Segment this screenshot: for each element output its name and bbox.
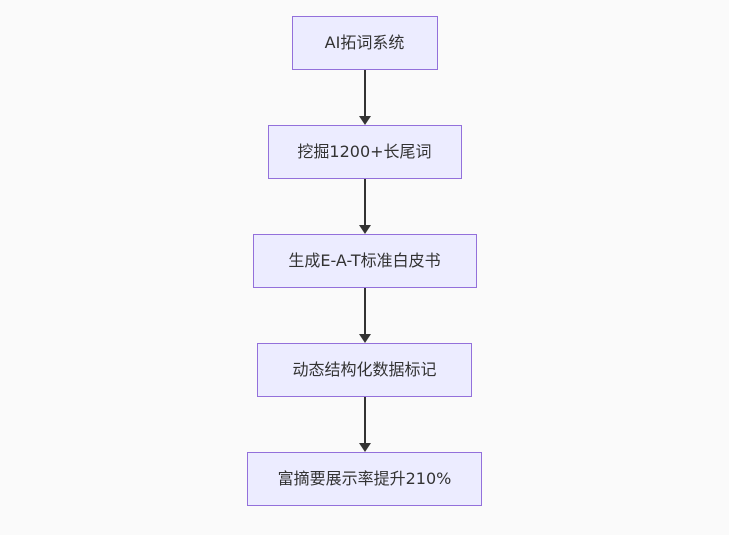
arrow-connector-3 <box>358 288 371 343</box>
arrowhead-down-icon <box>358 443 371 452</box>
flowchart: AI拓词系统 挖掘1200+长尾词 生成E-A-T标准白皮书 动态结构化数据标记 <box>0 16 729 506</box>
arrow-connector-2 <box>358 179 371 234</box>
node-label: 生成E-A-T标准白皮书 <box>288 251 441 270</box>
arrowhead-down-icon <box>358 116 371 125</box>
node-label: 挖掘1200+长尾词 <box>297 142 432 161</box>
arrow-connector-1 <box>358 70 371 125</box>
arrow-line <box>363 397 366 443</box>
node-label: AI拓词系统 <box>324 33 405 52</box>
arrowhead-down-icon <box>358 334 371 343</box>
flow-node-structured-data-markup: 动态结构化数据标记 <box>257 343 472 397</box>
arrow-line <box>363 288 366 334</box>
node-label: 富摘要展示率提升210% <box>277 469 452 488</box>
flow-node-ai-word-system: AI拓词系统 <box>291 16 438 70</box>
arrow-line <box>363 179 366 225</box>
node-label: 动态结构化数据标记 <box>292 360 437 379</box>
flow-node-eat-whitepaper: 生成E-A-T标准白皮书 <box>252 234 477 288</box>
flow-node-longtail-mining: 挖掘1200+长尾词 <box>267 125 462 179</box>
flow-node-rich-snippet-result: 富摘要展示率提升210% <box>247 452 482 506</box>
arrow-line <box>363 70 366 116</box>
arrow-connector-4 <box>358 397 371 452</box>
arrowhead-down-icon <box>358 225 371 234</box>
